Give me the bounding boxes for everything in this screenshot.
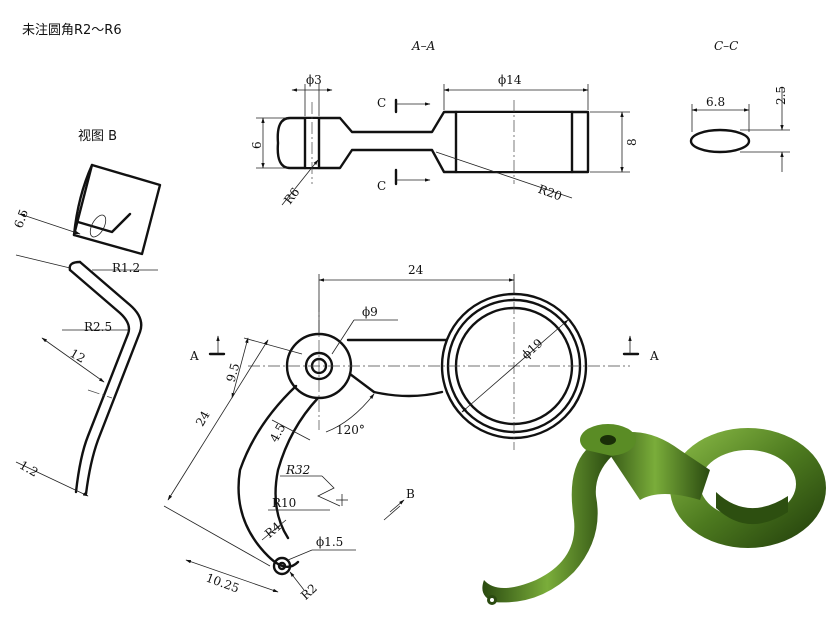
aa-height-left: 6 [250,141,264,149]
view-b-dim-12: 12 [68,346,88,366]
view-b-r1-2: R1.2 [112,261,140,275]
view-b-dim-1-2: 1.2 [17,458,41,480]
aa-radius-r20: R20 [536,182,564,203]
dim-10-25: 10.25 [204,571,241,596]
view-b: 6.5 R1.2 R2.5 12 1.2 [11,163,162,497]
cut-c-upper: C [377,96,386,110]
dim-center-dist: 24 [408,263,424,277]
cut-a-left: A [189,349,199,363]
view-b-title: 视图 B [78,129,117,144]
aa-radius-r6: R6 [281,185,302,207]
dim-angle: 120° [336,423,365,437]
cut-a-right: A [649,349,659,363]
dim-9-5: 9.5 [224,361,243,383]
fillet-note: 未注圆角R2～R6 [22,23,122,38]
view-b-dim-6-5: 6.5 [11,207,31,230]
section-cc-title: C–C [714,39,738,53]
dim-4-5: 4.5 [267,421,288,444]
cc-width: 6.8 [706,95,725,109]
dim-24-angled: 24 [193,408,213,429]
aa-dia-small: ϕ3 [306,73,322,87]
main-view: A A B 24 ϕ9 ϕ19 9.5 24 4.5 120° R32 R10 [163,263,659,603]
aa-dia-large: ϕ14 [498,73,522,87]
dim-r2: R2 [298,581,320,603]
section-aa: A–A ϕ3 ϕ14 6 8 R6 R20 C [250,39,639,207]
dim-dia-hole: ϕ1.5 [316,535,343,549]
cut-c-lower: C [377,179,386,193]
dim-r10: R10 [272,496,296,510]
view-b-arrow-label: B [406,487,415,501]
cc-height: 2.5 [774,86,788,105]
dim-dia-ring: ϕ19 [519,336,546,362]
section-cc: C–C 6.8 2.5 [689,39,790,172]
dim-dia-boss: ϕ9 [362,305,378,319]
dim-r32: R32 [285,463,310,477]
part-render [482,424,826,605]
aa-height-right: 8 [625,138,639,146]
view-b-r2-5: R2.5 [84,320,112,334]
section-aa-title: A–A [411,39,436,53]
